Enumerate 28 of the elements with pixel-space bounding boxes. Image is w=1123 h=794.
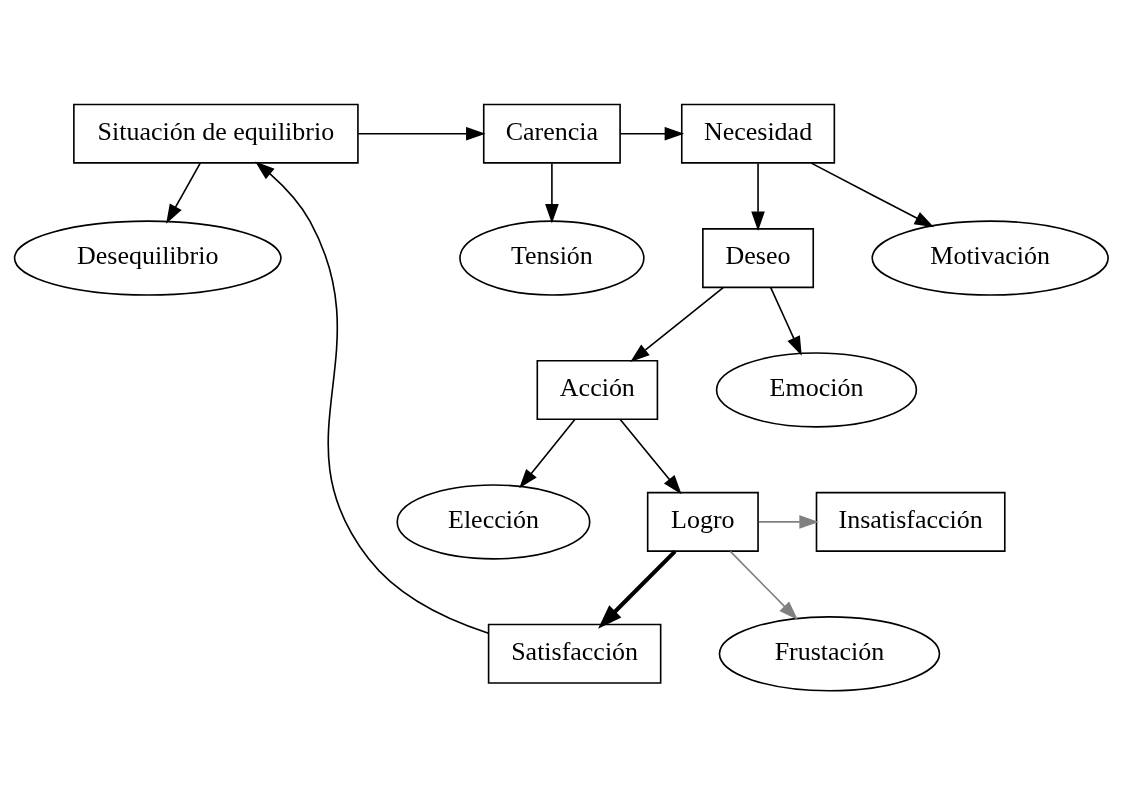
node-box: Acción [536,359,659,420]
node-ellipse: Motivación [871,219,1109,296]
node-box: Situación de equilibrio [73,103,359,164]
node-box: Necesidad [680,103,836,164]
node-box: Carencia [482,103,621,164]
node-ellipse: Frustación [718,615,941,692]
arrow [255,160,490,634]
node-ellipse: Desequilibrio [13,219,282,296]
node-box: Satisfacción [487,623,662,684]
node-box: Deseo [702,227,815,288]
arrow [519,418,576,488]
arrow [810,161,935,227]
node-ellipse: Emoción [715,351,918,428]
arrow [357,126,486,141]
node-ellipse: Tensión [459,219,645,296]
node-ellipse: Elección [396,483,591,560]
arrow [598,549,677,629]
arrow [619,418,682,494]
arrow [545,162,559,224]
arrow [729,550,798,620]
arrow [769,286,802,356]
arrow [758,514,819,529]
arrow [619,126,685,141]
node-box: Insatisfacción [815,491,1006,552]
arrow [751,162,765,231]
node-box: Logro [646,491,759,552]
arrow [630,286,724,362]
arrow [166,162,201,224]
